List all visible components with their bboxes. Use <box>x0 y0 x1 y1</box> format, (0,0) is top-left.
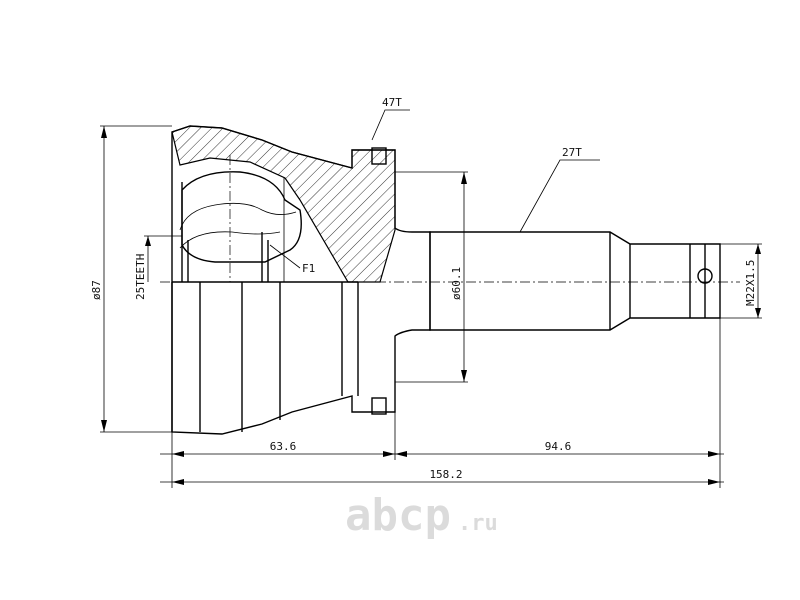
arrow <box>383 451 395 457</box>
arrow <box>461 172 467 184</box>
arrow <box>395 451 407 457</box>
leader-27t <box>519 159 600 233</box>
total-length-label: 158.2 <box>429 468 462 481</box>
arrow <box>755 308 761 318</box>
ball-groove <box>179 202 297 231</box>
arrow <box>461 370 467 382</box>
thread-47-label: 47T <box>382 96 402 109</box>
bore-dia-label: ø60.1 <box>450 267 463 300</box>
detail-f1-label: F1 <box>302 262 315 275</box>
shaft-thread-label: M22X1.5 <box>744 260 757 306</box>
abcp-logo: abcp .ru <box>345 490 498 541</box>
outer-dia-label: ø87 <box>90 280 103 300</box>
leader-47t <box>371 109 410 141</box>
arrow <box>708 451 720 457</box>
arrow <box>101 126 107 138</box>
left-length-label: 63.6 <box>270 440 297 453</box>
logo-tld-text: .ru <box>458 511 498 536</box>
arrow <box>755 244 761 254</box>
arrow <box>145 236 151 246</box>
abs-slot-upper <box>371 147 387 165</box>
ball-groove-2 <box>179 231 281 249</box>
arrow <box>708 479 720 485</box>
arrow <box>172 479 184 485</box>
arrow <box>172 451 184 457</box>
thread-27-label: 27T <box>562 146 582 159</box>
logo-brand-text: abcp <box>345 490 451 541</box>
stub-shaft <box>429 231 721 331</box>
cotter-hole <box>697 268 713 284</box>
teeth-label: 25TEETH <box>134 254 147 300</box>
arrow <box>101 420 107 432</box>
inner-race <box>181 171 302 263</box>
abs-slot-lower <box>371 397 387 415</box>
right-length-label: 94.6 <box>545 440 572 453</box>
f1-leader <box>269 244 301 269</box>
